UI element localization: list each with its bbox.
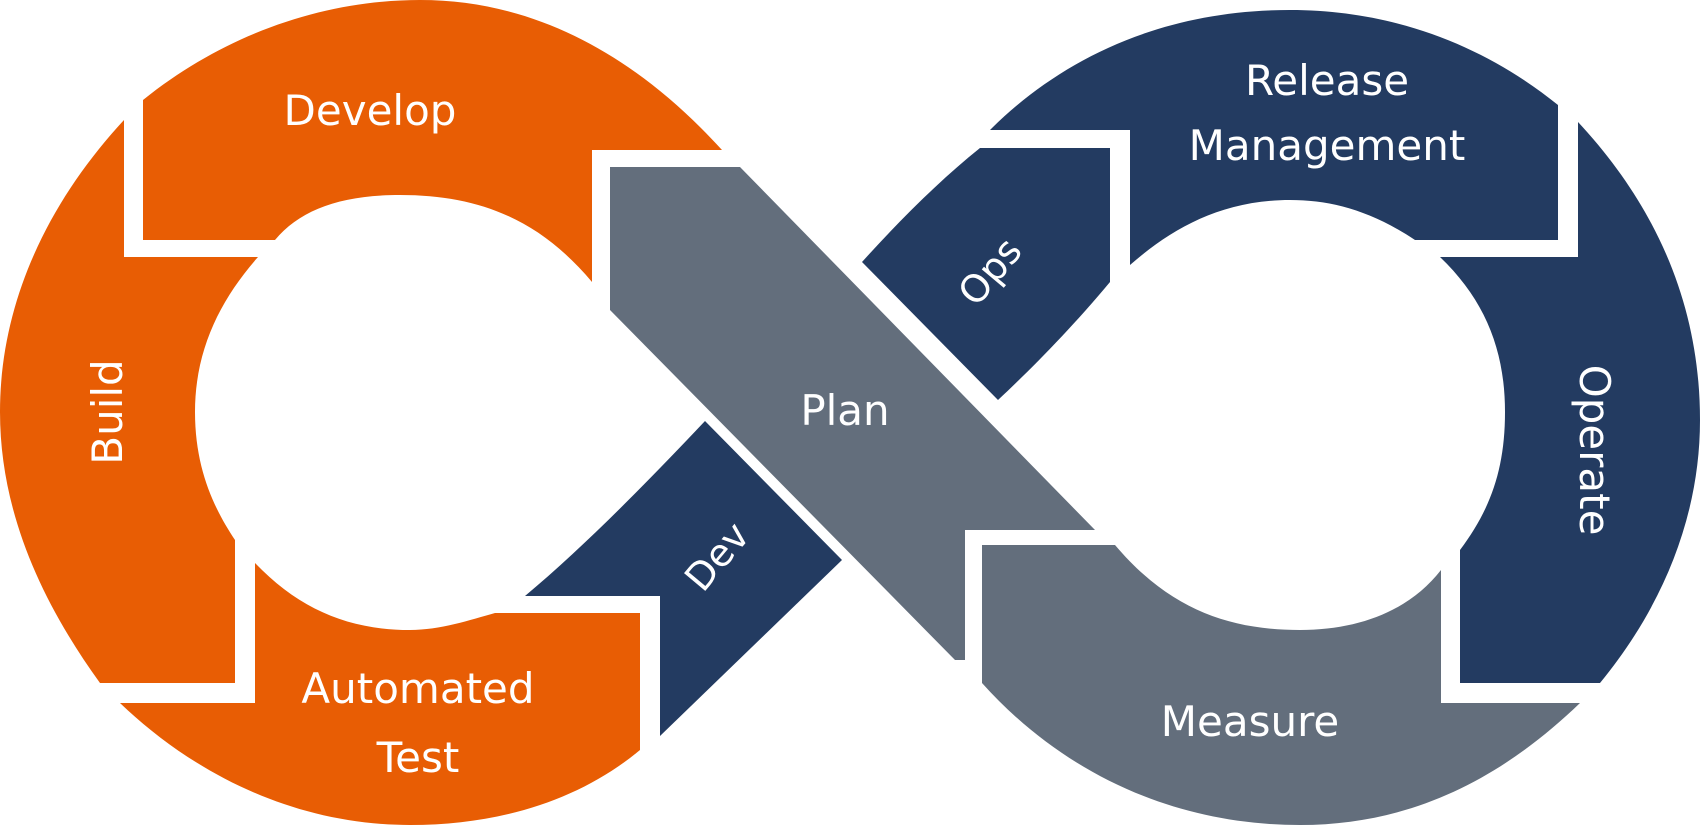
label-build: Build	[83, 359, 132, 464]
label-plan: Plan	[800, 386, 889, 435]
label-automated-test-line2: Test	[376, 733, 460, 782]
segment-build	[0, 120, 258, 683]
segment-develop	[143, 0, 722, 282]
segment-dev-arrow	[525, 421, 842, 736]
label-release-line1: Release	[1245, 56, 1409, 105]
segment-release-management	[990, 10, 1558, 265]
segment-operate	[1440, 122, 1700, 683]
label-develop: Develop	[284, 86, 457, 135]
segment-automated-test	[120, 563, 640, 825]
label-measure: Measure	[1161, 697, 1340, 746]
label-operate: Operate	[1570, 365, 1619, 536]
segment-plan	[610, 167, 1095, 660]
segment-ops-arrow	[862, 148, 1110, 400]
label-automated-test-line1: Automated	[301, 664, 534, 713]
segment-measure	[982, 545, 1580, 825]
label-release-line2: Management	[1189, 121, 1466, 170]
